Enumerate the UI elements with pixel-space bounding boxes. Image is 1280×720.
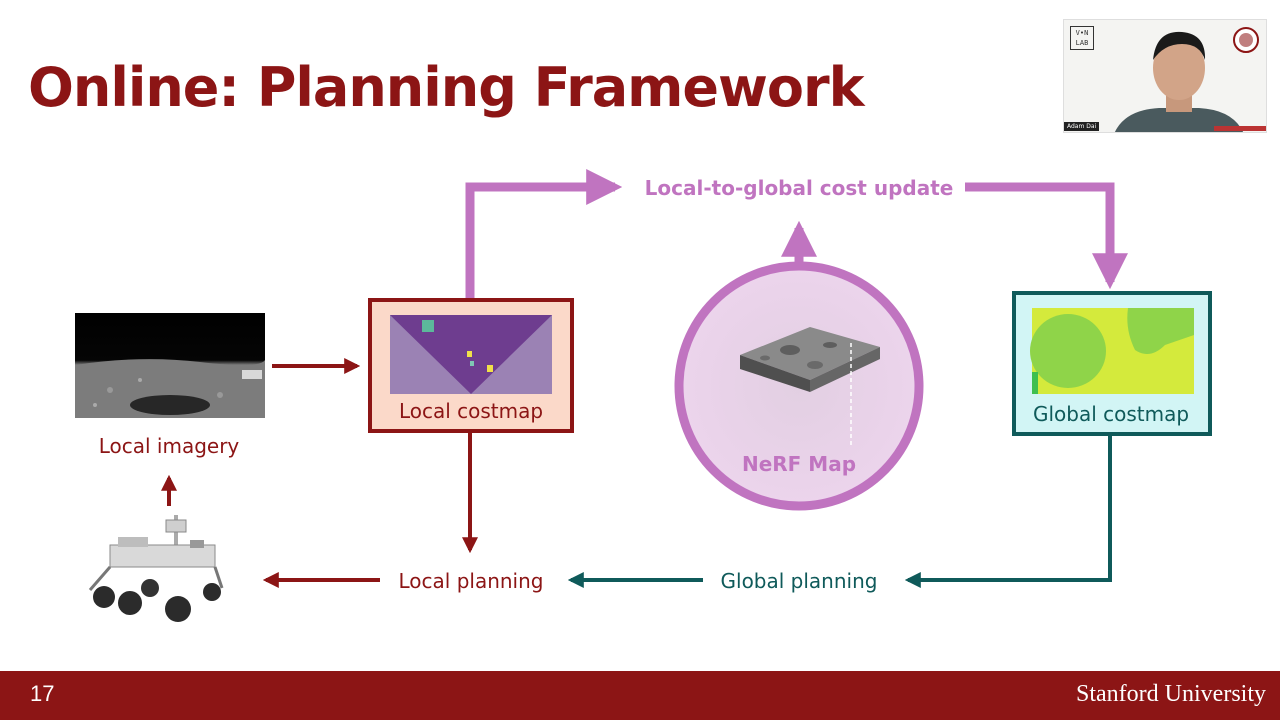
nerf-map-label: NeRF Map: [742, 452, 856, 476]
global-planning-label: Global planning: [721, 569, 878, 593]
local-to-update-arrow: [465, 169, 623, 298]
local-planning-label: Local planning: [399, 569, 544, 593]
slide-number: 17: [30, 681, 55, 706]
local-costmap-label: Local costmap: [399, 399, 543, 423]
cost-update-arrows: [465, 169, 1128, 298]
presenter-name-tag: Adam Dai: [1064, 122, 1100, 131]
cost-update-label: Local-to-global cost update: [645, 176, 954, 200]
update-to-global-arrow: [965, 182, 1128, 290]
local-imagery-node: [75, 313, 265, 418]
global-costmap-to-global-planning-arrow: [904, 436, 1112, 588]
webcam-status-bar: [1214, 126, 1266, 131]
lab-logo: V•N LAB: [1070, 26, 1094, 50]
local-costmap-node: [368, 298, 574, 433]
nerf-map-node: [674, 261, 924, 511]
university-seal-icon: [1233, 27, 1259, 53]
global-costmap-node: [1012, 291, 1212, 436]
presenter-figure: [1115, 31, 1243, 132]
slide-footer: 17 Stanford University: [0, 671, 1280, 720]
global-costmap-label: Global costmap: [1033, 402, 1189, 426]
presenter-webcam: V•N LAB Adam Dai: [1063, 19, 1267, 133]
local-imagery-label: Local imagery: [99, 434, 240, 458]
rover-image: [88, 515, 224, 622]
slide-title: Online: Planning Framework: [28, 56, 865, 119]
university-wordmark: Stanford University: [1076, 681, 1266, 707]
